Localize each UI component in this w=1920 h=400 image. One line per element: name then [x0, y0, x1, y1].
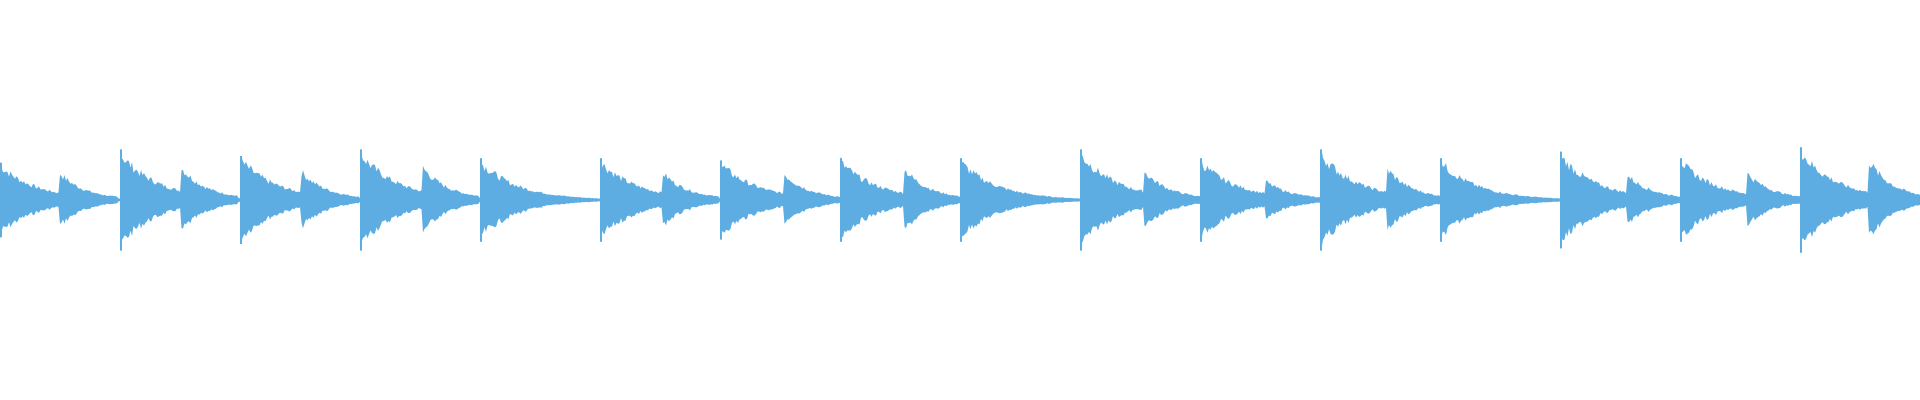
waveform-segment: [1200, 158, 1320, 239]
waveform-segment: [960, 159, 1080, 239]
waveform-segment: [120, 158, 240, 240]
waveform-baseline: [0, 199, 1920, 201]
waveform-peaks: [0, 147, 1920, 253]
waveform-segment: [840, 156, 960, 241]
waveform-segment: [240, 157, 360, 241]
waveform-segment: [1560, 152, 1680, 246]
waveform-segment: [360, 155, 480, 243]
waveform-segment: [1800, 152, 1920, 245]
waveform-segment: [1320, 149, 1440, 248]
waveform-segment: [1080, 153, 1200, 245]
